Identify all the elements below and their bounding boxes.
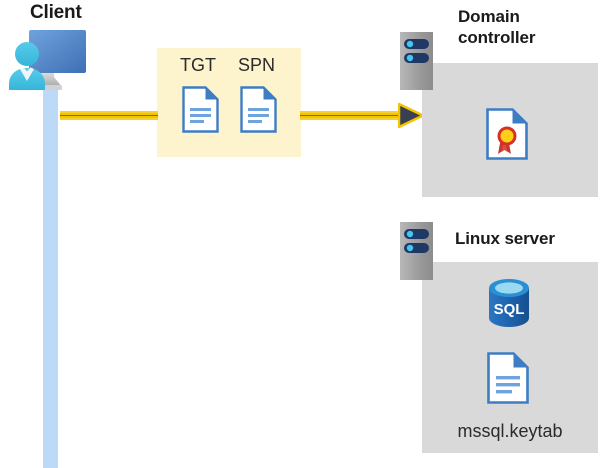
spn-document-icon bbox=[240, 86, 277, 138]
flow-arrow-segment-left bbox=[60, 111, 158, 120]
certificate-document-icon bbox=[486, 108, 528, 165]
token-highlight-box bbox=[157, 48, 301, 157]
keytab-document-icon bbox=[487, 352, 529, 409]
tgt-label: TGT bbox=[180, 55, 216, 75]
spn-label: SPN bbox=[238, 55, 276, 75]
domain-controller-title: Domain controller bbox=[458, 7, 536, 47]
sql-database-label: SQL bbox=[494, 301, 525, 318]
keytab-filename-label: mssql.keytab bbox=[457, 421, 563, 441]
client-computer-icon bbox=[6, 27, 88, 93]
arrow-right-icon bbox=[397, 102, 426, 129]
sql-database-icon: SQL bbox=[484, 277, 534, 329]
domain-controller-server-icon bbox=[400, 32, 433, 90]
client-lifeline bbox=[43, 86, 58, 468]
flow-arrow-segment-right bbox=[300, 111, 405, 120]
client-title-label: Client bbox=[30, 2, 82, 23]
linux-server-icon bbox=[400, 222, 433, 280]
linux-server-title: Linux server bbox=[455, 229, 555, 248]
tgt-document-icon bbox=[182, 86, 219, 138]
